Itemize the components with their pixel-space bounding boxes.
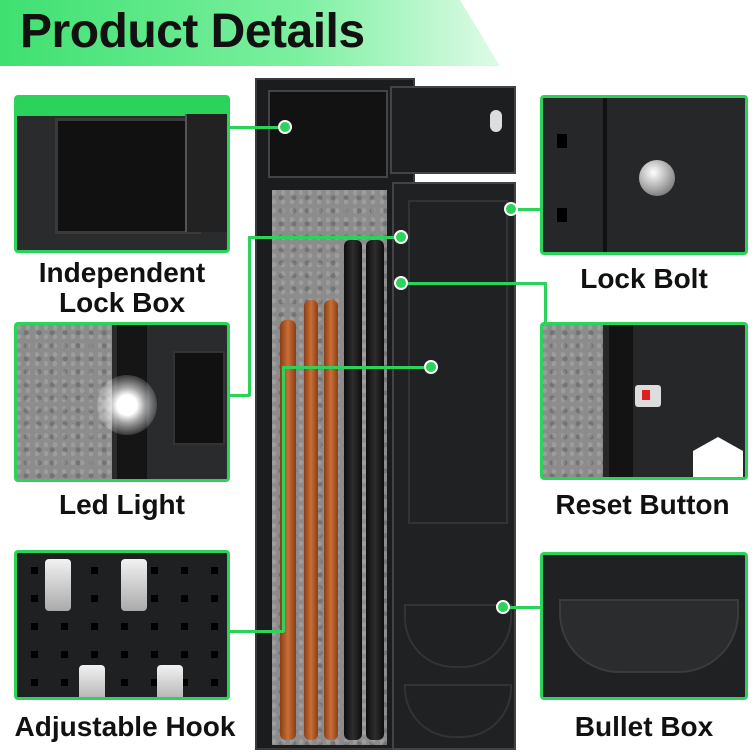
pegboard-hole xyxy=(31,595,38,602)
pegboard-hole xyxy=(181,595,188,602)
label-lock-box-line1: Independent xyxy=(38,257,206,288)
safe-main-door xyxy=(392,182,516,750)
bullet-box-tray xyxy=(559,599,739,673)
title-banner xyxy=(0,0,500,66)
pegboard-hole xyxy=(121,651,128,658)
lock-box-compartment xyxy=(268,90,388,178)
hook-icon xyxy=(157,665,183,697)
pegboard-hole xyxy=(151,623,158,630)
pegboard-hole xyxy=(181,567,188,574)
panel-green-edge xyxy=(17,98,227,116)
pegboard-hole xyxy=(91,623,98,630)
callout-dot xyxy=(278,120,292,134)
pegboard-hole xyxy=(31,679,38,686)
lock-bolt-panel xyxy=(540,95,748,255)
callout-dot xyxy=(394,276,408,290)
hook-icon xyxy=(121,559,147,611)
page-title: Product Details xyxy=(20,5,365,58)
pegboard-hole xyxy=(91,567,98,574)
connector-line xyxy=(516,208,540,211)
door-bullet-box xyxy=(404,684,512,738)
pegboard-hole xyxy=(31,567,38,574)
lock-bolt-icon xyxy=(639,160,675,196)
reset-button-icon xyxy=(635,385,661,407)
pegboard-hole xyxy=(31,651,38,658)
label-lock-box-line2: Lock Box xyxy=(58,287,186,318)
callout-dot xyxy=(496,600,510,614)
pegboard-hole xyxy=(61,651,68,658)
rifle-icon xyxy=(304,300,318,740)
pegboard-hole xyxy=(121,679,128,686)
connector-line xyxy=(400,282,546,285)
side-wall xyxy=(609,325,633,477)
pegboard-hole xyxy=(31,623,38,630)
callout-dot xyxy=(504,202,518,216)
keyhole-icon xyxy=(490,110,502,132)
label-lock-bolt: Lock Bolt xyxy=(580,263,708,294)
door-edge xyxy=(603,98,607,252)
pegboard-hole xyxy=(211,595,218,602)
felt-lining xyxy=(17,325,112,479)
callout-dot xyxy=(394,230,408,244)
pegboard-hole xyxy=(151,679,158,686)
felt-lining xyxy=(543,325,603,477)
label-led-light: Led Light xyxy=(59,489,185,520)
pegboard-hole xyxy=(91,595,98,602)
adjustable-hook-panel xyxy=(14,550,230,700)
connector-line xyxy=(250,236,400,239)
light-housing xyxy=(173,351,225,445)
connector-line xyxy=(506,606,540,609)
bullet-box-panel xyxy=(540,552,748,700)
label-reset-button: Reset Button xyxy=(555,489,730,520)
pegboard-hole xyxy=(211,651,218,658)
pegboard-hole xyxy=(211,567,218,574)
label-bullet-box: Bullet Box xyxy=(574,711,714,742)
pegboard-hole xyxy=(151,651,158,658)
pegboard-hole xyxy=(61,623,68,630)
lock-box-interior xyxy=(55,118,201,234)
led-light-panel xyxy=(14,322,230,482)
pegboard-hole xyxy=(181,651,188,658)
pegboard-hole xyxy=(181,623,188,630)
connector-line xyxy=(282,366,285,632)
callout-dot xyxy=(424,360,438,374)
bolt-slot xyxy=(557,134,567,148)
pegboard-hole xyxy=(151,595,158,602)
reset-button-panel xyxy=(540,322,748,480)
door-bullet-box xyxy=(404,604,512,668)
lock-box-door xyxy=(185,114,227,232)
rifle-icon xyxy=(344,240,362,740)
connector-line xyxy=(230,630,284,633)
rifle-icon xyxy=(366,240,384,740)
pegboard-hole xyxy=(211,623,218,630)
lock-box-door xyxy=(390,86,516,174)
label-adjustable-hook: Adjustable Hook xyxy=(14,711,236,742)
pegboard-hole xyxy=(181,679,188,686)
lock-box-panel xyxy=(14,95,230,253)
connector-line xyxy=(284,366,430,369)
hook-icon xyxy=(79,665,105,697)
pegboard-hole xyxy=(121,623,128,630)
house-icon xyxy=(693,437,743,477)
connector-line xyxy=(248,236,251,396)
pegboard-hole xyxy=(151,567,158,574)
hook-icon xyxy=(45,559,71,611)
pegboard-hole xyxy=(61,679,68,686)
door-organizer-panel xyxy=(408,200,508,524)
connector-line xyxy=(230,394,250,397)
pegboard-hole xyxy=(91,651,98,658)
connector-line xyxy=(544,282,547,324)
pegboard-hole xyxy=(211,679,218,686)
led-glow-icon xyxy=(97,375,157,435)
rifle-icon xyxy=(324,300,338,740)
connector-line xyxy=(230,126,282,129)
bolt-slot xyxy=(557,208,567,222)
